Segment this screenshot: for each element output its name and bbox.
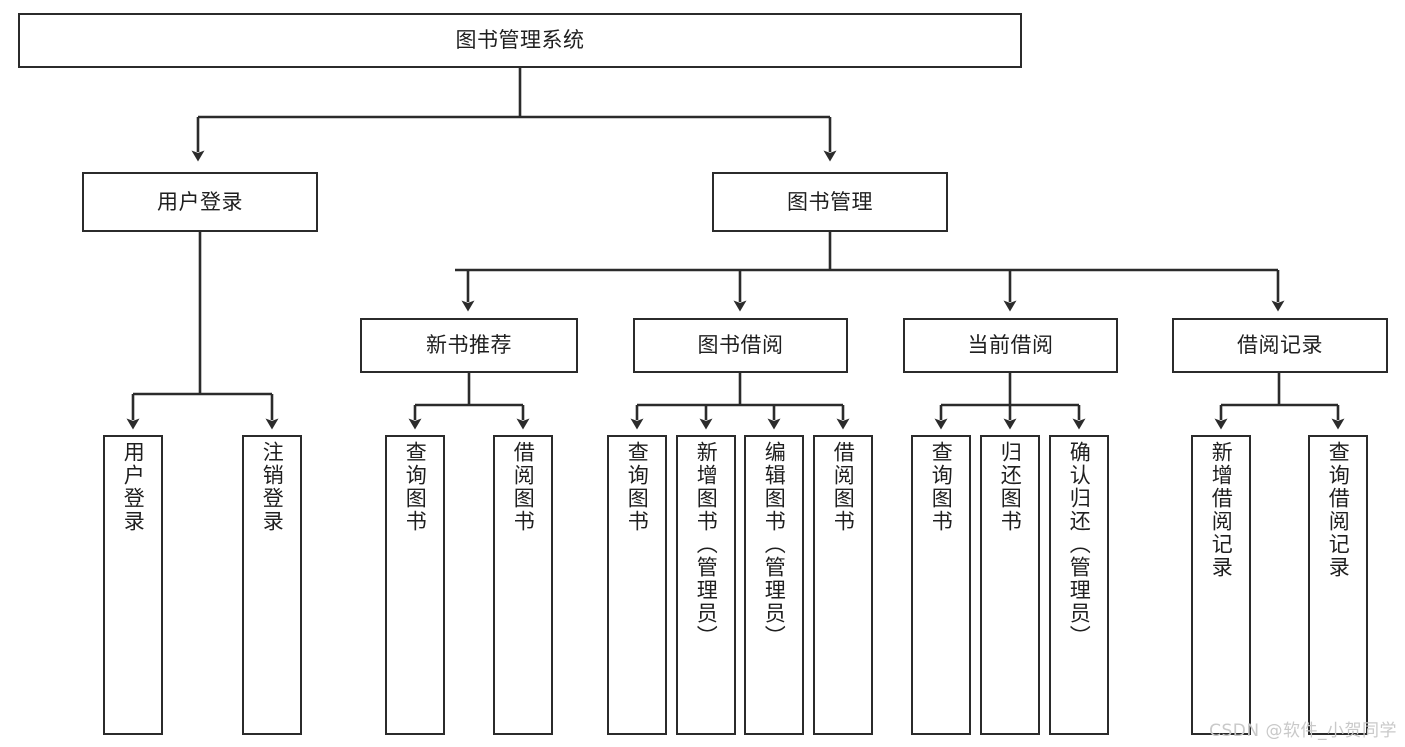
node-root-label: 图书管理系统 bbox=[455, 28, 585, 53]
node-current-borrow[interactable]: 当前借阅 bbox=[903, 318, 1118, 373]
node-book-management-label: 图书管理 bbox=[787, 189, 873, 214]
leaf-record-query[interactable]: 查询借阅记录 bbox=[1308, 435, 1368, 735]
leaf-label: 新增图书（管理员） bbox=[694, 441, 719, 648]
leaf-label: 编辑图书（管理员） bbox=[762, 441, 787, 648]
node-root[interactable]: 图书管理系统 bbox=[18, 13, 1022, 68]
node-user-login[interactable]: 用户登录 bbox=[82, 172, 318, 232]
leaf-label: 确认归还（管理员） bbox=[1067, 441, 1092, 648]
leaf-borrow-query-book[interactable]: 查询图书 bbox=[607, 435, 667, 735]
node-book-management[interactable]: 图书管理 bbox=[712, 172, 948, 232]
leaf-label: 借阅图书 bbox=[511, 441, 536, 533]
leaf-current-confirm-return-admin[interactable]: 确认归还（管理员） bbox=[1049, 435, 1109, 735]
leaf-label: 查询图书 bbox=[929, 441, 954, 533]
leaf-current-query-book[interactable]: 查询图书 bbox=[911, 435, 971, 735]
leaf-borrow-borrow-book[interactable]: 借阅图书 bbox=[813, 435, 873, 735]
leaf-record-add[interactable]: 新增借阅记录 bbox=[1191, 435, 1251, 735]
leaf-label: 借阅图书 bbox=[831, 441, 856, 533]
leaf-new-book-borrow[interactable]: 借阅图书 bbox=[493, 435, 553, 735]
leaf-label: 查询图书 bbox=[625, 441, 650, 533]
leaf-label: 新增借阅记录 bbox=[1209, 441, 1234, 579]
leaf-label: 用户登录 bbox=[121, 441, 146, 533]
node-book-borrow[interactable]: 图书借阅 bbox=[633, 318, 848, 373]
leaf-label: 归还图书 bbox=[998, 441, 1023, 533]
leaf-current-return-book[interactable]: 归还图书 bbox=[980, 435, 1040, 735]
node-user-login-label: 用户登录 bbox=[157, 189, 243, 214]
node-new-book-recommend[interactable]: 新书推荐 bbox=[360, 318, 578, 373]
leaf-user-login-signout[interactable]: 注销登录 bbox=[242, 435, 302, 735]
leaf-label: 查询图书 bbox=[403, 441, 428, 533]
node-new-book-recommend-label: 新书推荐 bbox=[426, 333, 512, 358]
node-current-borrow-label: 当前借阅 bbox=[967, 333, 1054, 358]
leaf-borrow-add-book-admin[interactable]: 新增图书（管理员） bbox=[676, 435, 736, 735]
leaf-label: 查询借阅记录 bbox=[1326, 441, 1351, 579]
node-book-borrow-label: 图书借阅 bbox=[697, 333, 784, 358]
leaf-borrow-edit-book-admin[interactable]: 编辑图书（管理员） bbox=[744, 435, 804, 735]
leaf-user-login-signin[interactable]: 用户登录 bbox=[103, 435, 163, 735]
node-borrow-records[interactable]: 借阅记录 bbox=[1172, 318, 1388, 373]
leaf-label: 注销登录 bbox=[260, 441, 285, 533]
leaf-new-book-query[interactable]: 查询图书 bbox=[385, 435, 445, 735]
node-borrow-records-label: 借阅记录 bbox=[1237, 333, 1323, 358]
